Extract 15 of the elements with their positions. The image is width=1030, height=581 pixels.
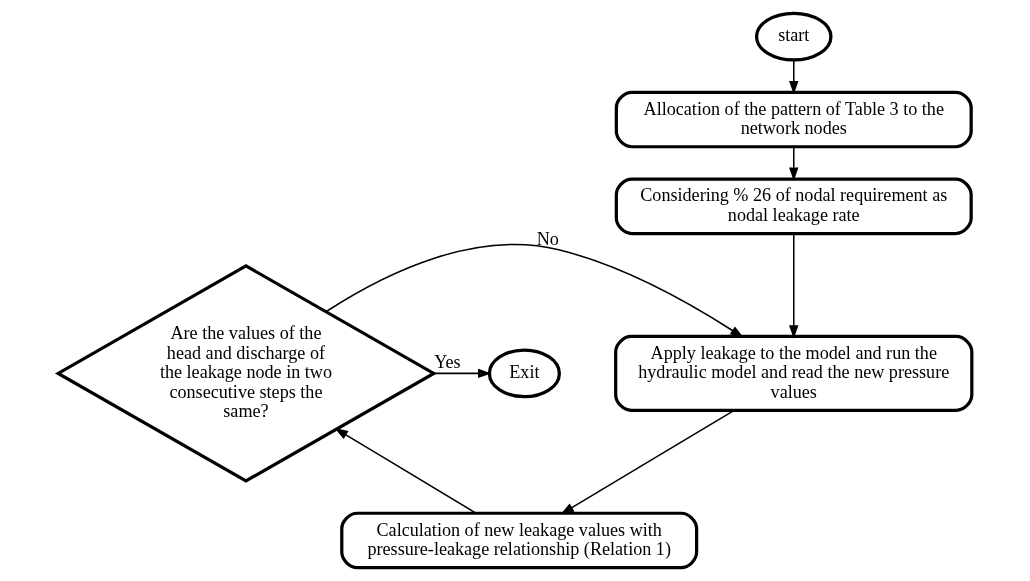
node-box: Considering % 26 of nodal requirement as nodal leakage rate bbox=[614, 177, 973, 236]
arrow bbox=[325, 243, 744, 338]
node-ellipse: start bbox=[754, 11, 833, 62]
node-box: Calculation of new leakage values with pressure-leakage relationship (Relation 1) bbox=[340, 511, 699, 570]
arrow bbox=[789, 232, 799, 339]
edge-label: No bbox=[536, 228, 559, 249]
node-box: Apply leakage to the model and run the hydraulic model and read the new pressure values bbox=[614, 334, 974, 412]
node-ellipse: Exit bbox=[487, 348, 561, 399]
arrow bbox=[560, 409, 735, 515]
node-box: Allocation of the pattern of Table 3 to the network nodes bbox=[614, 90, 973, 149]
arrow bbox=[433, 368, 492, 379]
arrow bbox=[789, 146, 799, 181]
arrow bbox=[789, 59, 799, 95]
edge-label: Yes bbox=[434, 352, 461, 373]
arrow bbox=[334, 428, 477, 514]
